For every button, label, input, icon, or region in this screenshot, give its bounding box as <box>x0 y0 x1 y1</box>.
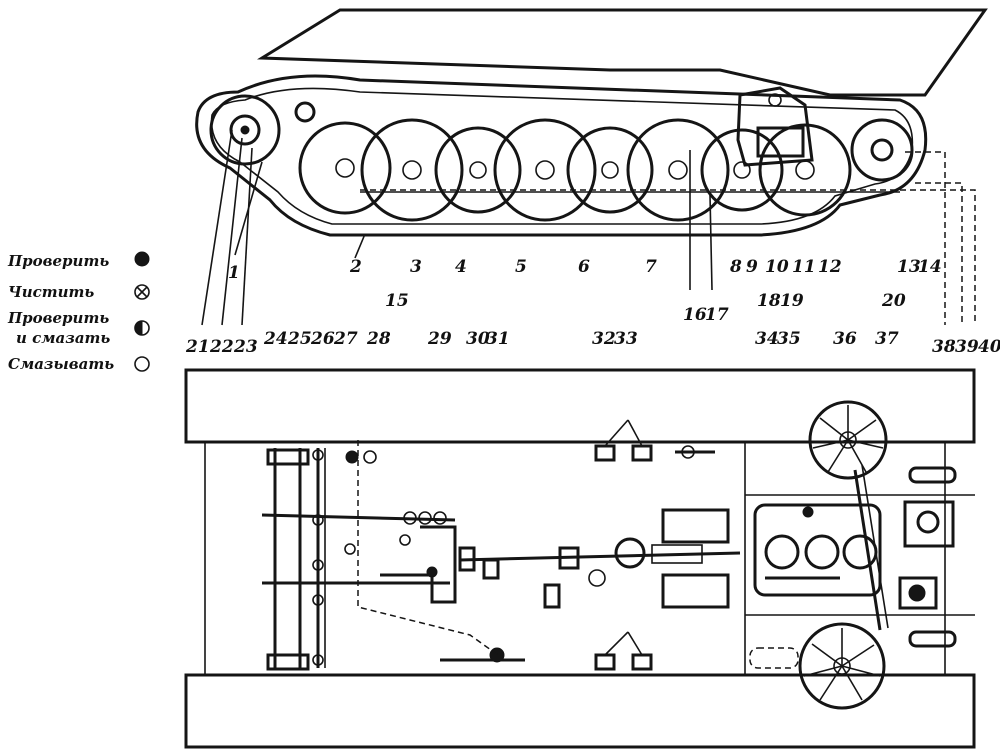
callout-39: 39 <box>955 337 979 357</box>
callout-5: 5 <box>515 257 527 277</box>
idler-wheel <box>850 118 914 182</box>
callout-24: 24 <box>263 329 288 349</box>
legend: Проверить Чистить Проверить и смазать См… <box>7 251 150 373</box>
right-side-units <box>749 466 957 669</box>
callout-33: 33 <box>614 329 638 349</box>
callout-19: 19 <box>780 291 804 311</box>
callout-12: 12 <box>818 257 842 277</box>
tank-plan-view <box>184 368 976 749</box>
legend-label-check: Проверить <box>7 252 109 270</box>
callout-34: 34 <box>755 329 779 349</box>
crossed-circle-icon <box>134 284 150 300</box>
batteries <box>661 508 730 609</box>
fan-drive <box>853 469 882 631</box>
engine <box>753 503 882 597</box>
half-filled-circle-icon <box>134 320 150 336</box>
callout-26: 26 <box>310 329 335 349</box>
fan-upper <box>808 400 888 480</box>
callout-17: 17 <box>705 305 729 325</box>
return-roller <box>294 101 316 123</box>
fan-lower <box>798 622 886 710</box>
callout-29: 29 <box>427 329 452 349</box>
track-band-upper <box>184 368 976 444</box>
callout-3: 3 <box>410 257 422 277</box>
callout-1: 1 <box>228 263 240 283</box>
suspension-housing <box>736 86 814 167</box>
callout-10: 10 <box>765 257 789 277</box>
filled-dot-icon <box>134 251 150 267</box>
callout-9: 9 <box>746 257 758 277</box>
callout-25: 25 <box>287 329 312 349</box>
callout-31: 31 <box>486 329 510 349</box>
callout-16: 16 <box>683 305 707 325</box>
legend-label-lubricate: Смазывать <box>8 355 114 373</box>
hull-upper <box>256 8 988 97</box>
callout-20: 20 <box>881 291 906 311</box>
callout-30: 30 <box>466 329 490 349</box>
callout-35: 35 <box>777 329 801 349</box>
open-circle-icon <box>134 356 150 372</box>
drive-sprocket <box>209 94 281 166</box>
road-wheels <box>298 118 852 222</box>
callout-2: 2 <box>349 257 362 277</box>
callout-7: 7 <box>645 257 657 277</box>
hull-body <box>204 441 946 676</box>
callout-40: 40 <box>978 337 1000 357</box>
callout-6: 6 <box>578 257 590 277</box>
legend-label-check-lube-1: Проверить <box>7 309 109 327</box>
legend-label-check-lube-2: и смазать <box>16 329 110 347</box>
track <box>195 74 928 237</box>
callout-4: 4 <box>455 257 467 277</box>
callout-11: 11 <box>792 257 816 277</box>
callout-23: 23 <box>233 337 258 357</box>
legend-label-clean: Чистить <box>8 283 94 301</box>
callout-38: 38 <box>932 337 956 357</box>
callout-32: 32 <box>592 329 616 349</box>
callout-27: 27 <box>333 329 358 349</box>
final-drive-shafts <box>261 448 456 671</box>
callout-15: 15 <box>385 291 409 311</box>
callout-37: 37 <box>875 329 899 349</box>
tank-side-view <box>195 8 988 237</box>
side-view-leaders <box>201 129 976 326</box>
callout-8: 8 <box>729 257 742 277</box>
callout-22: 22 <box>209 337 234 357</box>
propeller-shaft <box>458 537 741 609</box>
gearbox <box>380 511 457 604</box>
callout-14: 14 <box>918 257 942 277</box>
callout-21: 21 <box>185 337 210 357</box>
callout-36: 36 <box>833 329 857 349</box>
callout-28: 28 <box>366 329 391 349</box>
callout-numbers: 1 2 3 4 5 6 7 8 9 10 11 12 13 14 15 16 1… <box>185 257 1000 357</box>
callout-18: 18 <box>757 291 781 311</box>
callout-13: 13 <box>897 257 921 277</box>
track-band-lower <box>184 673 976 749</box>
